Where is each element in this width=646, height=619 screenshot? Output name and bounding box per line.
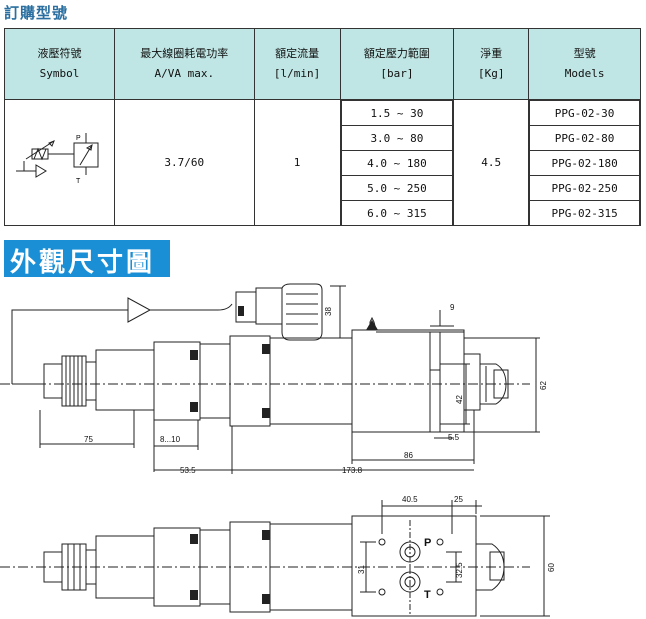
list-item: 4.0 ~ 180 bbox=[340, 150, 454, 176]
dim-38: 38 bbox=[324, 307, 333, 316]
dim-8-10: 8...10 bbox=[160, 435, 181, 444]
header-flow: 額定流量[l/min] bbox=[253, 28, 341, 100]
symbol-port-t: T bbox=[76, 178, 81, 185]
models-list: PPG-02-30 PPG-02-80 PPG-02-180 PPG-02-25… bbox=[529, 100, 640, 225]
dim-173-8: 173.8 bbox=[342, 466, 363, 475]
dim-86: 86 bbox=[404, 451, 413, 460]
dim-32-5: 32.5 bbox=[455, 562, 464, 578]
power-value: 3.7/60 bbox=[113, 99, 255, 226]
dim-5-5: 5.5 bbox=[448, 433, 460, 442]
pressure-cell: 1.5 ~ 30 3.0 ~ 80 4.0 ~ 180 5.0 ~ 250 6.… bbox=[339, 99, 455, 226]
dim-42: 42 bbox=[455, 395, 464, 404]
dim-75: 75 bbox=[84, 435, 93, 444]
dim-62: 62 bbox=[539, 381, 548, 390]
list-item: 5.0 ~ 250 bbox=[340, 175, 454, 201]
flow-value: 1 bbox=[253, 99, 341, 226]
symbol-port-p: P bbox=[76, 135, 81, 142]
table-row: P T 3.7/60 1 1.5 ~ 30 3.0 ~ 80 4.0 ~ 180… bbox=[4, 99, 641, 226]
port-p-label: P bbox=[424, 537, 431, 549]
list-item: PPG-02-315 bbox=[529, 200, 640, 225]
header-weight: 淨重[Kg] bbox=[453, 28, 530, 100]
header-pressure: 額定壓力範圍[bar] bbox=[339, 28, 455, 100]
dimension-drawing: 38 9 62 42 5.5 75 8...10 86 53.5 173.8 4… bbox=[0, 283, 556, 617]
dim-40-5: 40.5 bbox=[402, 495, 418, 504]
models-cell: PPG-02-30 PPG-02-80 PPG-02-180 PPG-02-25… bbox=[528, 99, 641, 226]
dim-53-5: 53.5 bbox=[180, 466, 196, 475]
dim-9: 9 bbox=[450, 303, 455, 312]
list-item: PPG-02-180 bbox=[529, 150, 640, 176]
symbol-cell: P T bbox=[4, 99, 115, 226]
list-item: PPG-02-250 bbox=[529, 175, 640, 201]
dim-31: 31 bbox=[357, 565, 366, 574]
list-item: 6.0 ~ 315 bbox=[340, 200, 454, 225]
weight-value: 4.5 bbox=[453, 99, 530, 226]
pressure-list: 1.5 ~ 30 3.0 ~ 80 4.0 ~ 180 5.0 ~ 250 6.… bbox=[340, 100, 454, 225]
dim-25: 25 bbox=[454, 495, 463, 504]
list-item: PPG-02-80 bbox=[529, 125, 640, 151]
list-item: 3.0 ~ 80 bbox=[340, 125, 454, 151]
dim-60: 60 bbox=[547, 563, 556, 572]
order-section-title: 訂購型號 bbox=[4, 4, 69, 22]
port-t-label: T bbox=[424, 589, 431, 601]
list-item: PPG-02-30 bbox=[529, 100, 640, 126]
hydraulic-symbol-icon: P T bbox=[16, 133, 99, 185]
dimensions-banner: 外觀尺寸圖 bbox=[4, 240, 170, 278]
list-item: 1.5 ~ 30 bbox=[340, 100, 454, 126]
